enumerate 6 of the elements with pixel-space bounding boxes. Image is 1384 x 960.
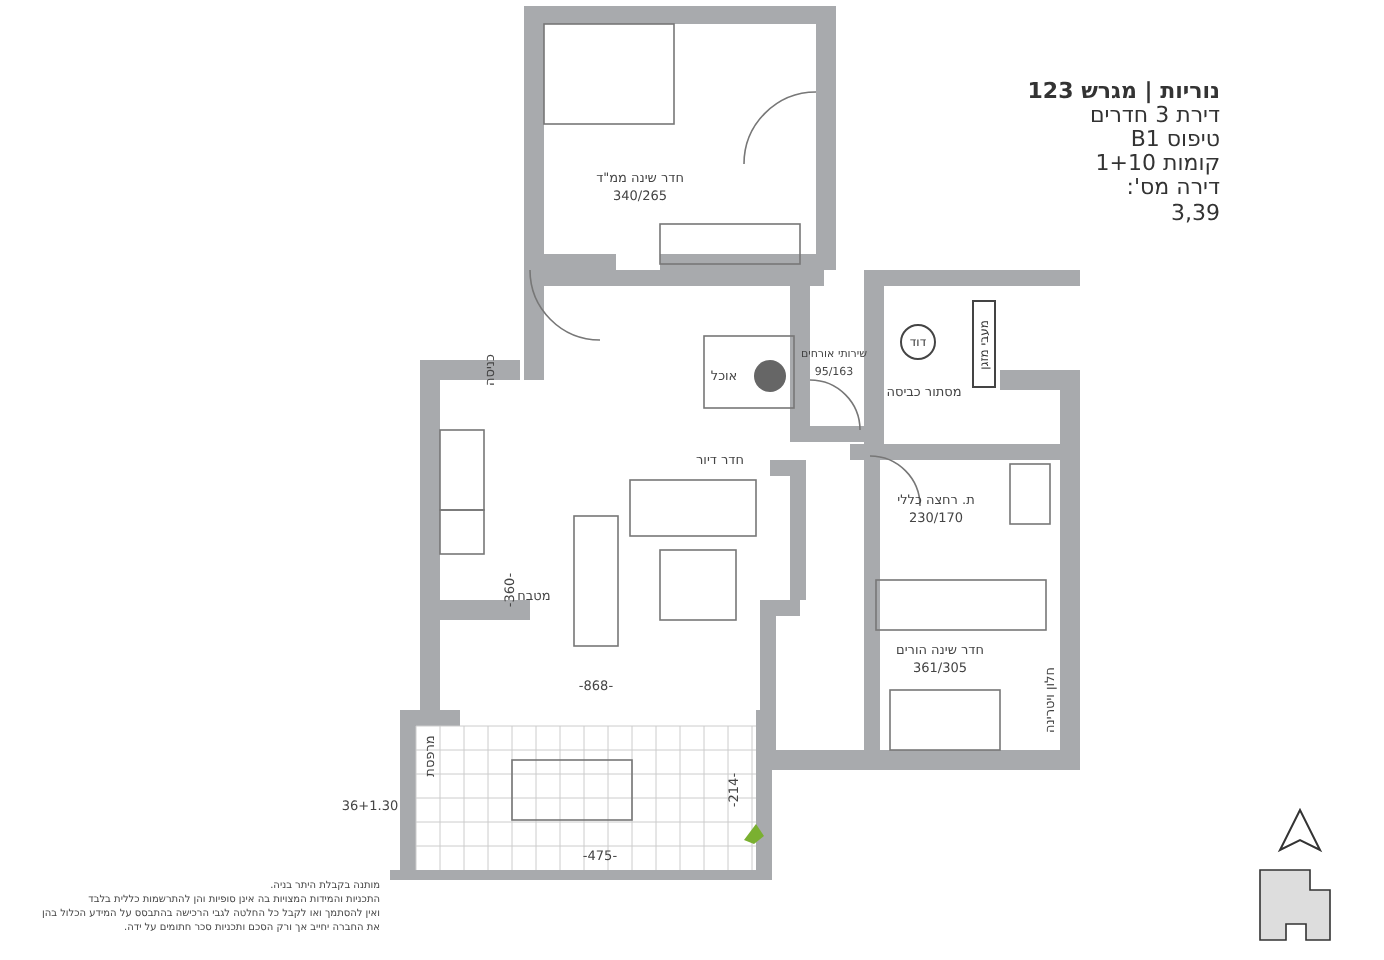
title-text: 3,39 bbox=[1171, 202, 1220, 224]
title-text: דירה מס': bbox=[1126, 176, 1220, 198]
title-text: קומות 1+10 bbox=[1095, 152, 1220, 174]
title-text: טיפוס B1 bbox=[1130, 128, 1220, 150]
title-text: נוריות | מגרש 123 bbox=[1027, 80, 1220, 102]
title-text: דירת 3 חדרים bbox=[1089, 104, 1220, 126]
